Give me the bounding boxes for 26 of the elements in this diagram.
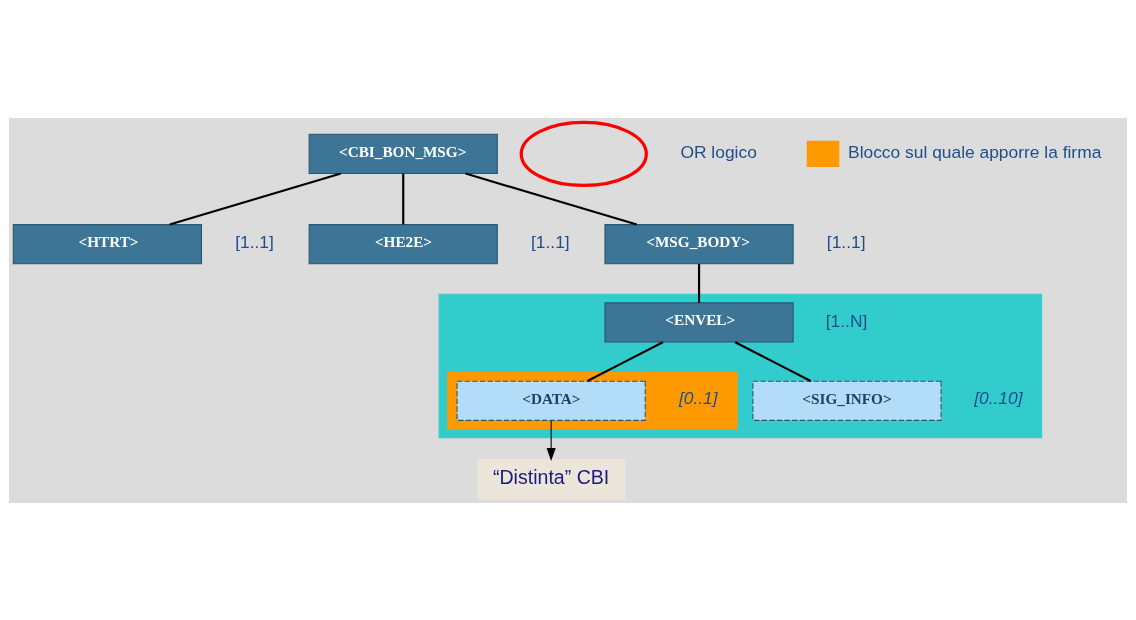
legend-label: Blocco sul quale apporre la firma bbox=[848, 141, 1102, 162]
connector bbox=[586, 340, 664, 382]
node-label: [1..1] bbox=[531, 231, 570, 252]
node-label: [1..1] bbox=[235, 231, 274, 252]
node-box: <DATA> bbox=[456, 380, 646, 421]
node-label: [1..1] bbox=[826, 231, 866, 252]
arrow bbox=[546, 419, 556, 461]
node-box: <CBI_BON_MSG> bbox=[308, 133, 498, 174]
cluster bbox=[438, 293, 1043, 438]
cluster bbox=[447, 371, 738, 430]
node-label: [0..10] bbox=[974, 387, 1023, 408]
node-box: <SIG_INFO> bbox=[752, 380, 942, 421]
node-box: “Distinta” CBI bbox=[477, 458, 626, 499]
connector bbox=[697, 263, 701, 303]
label: OR logico bbox=[680, 141, 757, 162]
node-ellipse bbox=[519, 120, 648, 187]
connector bbox=[402, 173, 405, 224]
node-label: [1..N] bbox=[825, 310, 868, 331]
node-label: [0..1] bbox=[678, 387, 718, 408]
connector bbox=[734, 340, 812, 382]
node-box: <HTRT> bbox=[12, 223, 203, 264]
connector bbox=[169, 172, 342, 226]
node-box: <HE2E> bbox=[308, 223, 498, 264]
node-box: <ENVEL> bbox=[604, 301, 794, 343]
connector bbox=[465, 172, 638, 226]
node-box: <MSG_BODY> bbox=[604, 223, 794, 264]
